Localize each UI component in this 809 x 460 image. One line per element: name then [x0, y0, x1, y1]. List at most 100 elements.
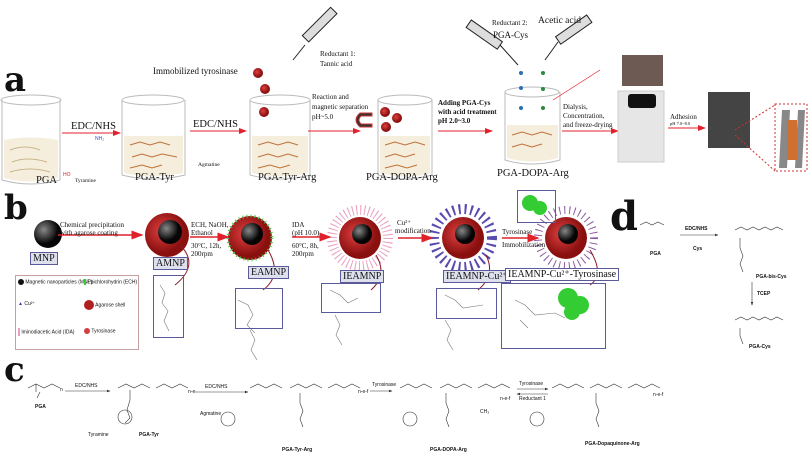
amnp-sphere: [145, 213, 189, 257]
legend-item-ech: Epichlorohydrin (ECH): [84, 279, 137, 286]
label-pga-dopa-arg: PGA-DOPA-Arg: [366, 172, 438, 183]
d-pga-bis-cys: PGA-bis-Cys: [756, 274, 787, 280]
beaker-pga-dopa-arg: [377, 94, 433, 180]
c-sub2: n-e: [188, 389, 196, 395]
label-tyramine: Tyramine: [75, 178, 96, 184]
b-step4-line2: modification: [395, 227, 431, 235]
cu-legend-icon: ▲: [18, 301, 23, 307]
legend-item-cu: ▲ Cu²⁺: [18, 301, 36, 308]
panel-letter-a: a: [4, 60, 27, 100]
label-agmatine: Agmatine: [198, 162, 220, 168]
c-pga: PGA: [35, 404, 46, 410]
tyrosinase-protein: [522, 195, 589, 320]
c-sub1: n: [60, 387, 63, 393]
structure-box-eamnp: [235, 288, 283, 329]
process-arrows-b: [58, 230, 540, 243]
c-arrow1-label: EDC/NHS: [75, 383, 98, 389]
structure-box-ieamnp: [321, 283, 381, 313]
chemical-structures-cd: [27, 221, 784, 428]
c-sub5: n-e-f: [653, 392, 664, 398]
label-eamnp: EAMNP: [248, 266, 290, 279]
reductant2-name: PGA-Cys: [493, 30, 529, 40]
d-arrow2-label: TCEP: [757, 291, 771, 297]
b-step2-line3: 30°C, 12h,: [191, 242, 222, 250]
tyramine-oh: HO: [63, 172, 71, 178]
legend-label: Tyrosinase: [91, 328, 116, 335]
label-pga: PGA: [36, 175, 58, 186]
step3-line2: magnetic separation: [312, 103, 369, 111]
legend-label: Magnetic nanoparticles (MNP): [25, 279, 93, 286]
label-amnp: AMNP: [153, 257, 188, 270]
inset-frame: [774, 103, 808, 172]
label-pga-dopa-arg-final: PGA-DOPA-Arg: [497, 168, 569, 179]
legend-label: Agarose shell: [95, 302, 126, 309]
b-step3-line3: 60°C, 8h,: [292, 242, 319, 250]
label-pga-tyr: PGA-Tyr: [135, 172, 174, 183]
label-pga-tyr-arg: PGA-Tyr-Arg: [258, 172, 317, 183]
step1-reagent: EDC/NHS: [71, 121, 116, 132]
beaker-pga: [0, 94, 62, 185]
d-pga-cys: PGA-Cys: [749, 344, 771, 350]
legend: Magnetic nanoparticles (MNP) Epichlorohy…: [15, 275, 139, 350]
drops: [519, 71, 545, 110]
step2-reagent: EDC/NHS: [193, 119, 238, 130]
legend-item-ida: Iminodiacetic Acid (IDA): [18, 328, 74, 336]
d-cys: Cys: [693, 246, 703, 252]
step3-line3: pH~5.0: [312, 113, 334, 121]
b-step4-line1: Cu²⁺: [397, 219, 411, 227]
ech-legend-icon: [84, 279, 86, 285]
syringe-icons: [292, 6, 593, 66]
c-arrow4-label: Tyrosinase: [519, 381, 544, 387]
b-step1-line2: with agarose coating: [60, 229, 118, 237]
magnet-icon: [355, 112, 373, 128]
b-step3-line1: IDA: [292, 221, 305, 229]
legend-label: Cu²⁺: [24, 301, 36, 307]
adhesion-label: Adhesion: [670, 113, 697, 121]
acetic-acid-label: Acetic acid: [538, 16, 581, 26]
panel-letter-b: b: [4, 188, 28, 228]
tyrosinase-legend-icon: [84, 328, 90, 334]
b-step2-line2: Ethanol: [191, 229, 213, 237]
ieamnp-cu-tyrosinase-sphere: [534, 206, 598, 270]
adhesion-ph: pH 7.0~8.0: [670, 121, 691, 126]
step5-line2: Concentration,: [563, 112, 605, 120]
c-tyramine: Tyramine: [88, 432, 109, 438]
beaker-pga-tyr-arg: [249, 94, 311, 180]
panel-letter-d: d: [610, 193, 638, 240]
b-step5-line2: Immobilization: [502, 241, 546, 249]
b-step1-line1: Chemical precipitation: [60, 221, 124, 229]
label-immobilized-tyrosinase: Immobilized tyrosinase: [153, 66, 238, 76]
b-step3-line4: 200rpm: [292, 250, 314, 258]
step5-line3: and freeze-drying: [563, 121, 613, 129]
b-step3-line2: (pH 10.0): [292, 229, 320, 237]
reductant1-name: Tannic acid: [320, 60, 353, 68]
b-step2-line1: ECH, NaOH,: [191, 221, 229, 229]
reductant2-label: Reductant 2:: [492, 19, 528, 27]
legend-label: Iminodiacetic Acid (IDA): [21, 329, 75, 336]
agarose-legend-icon: [84, 300, 94, 310]
label-mnp: MNP: [30, 252, 58, 265]
tyrosinase-beads: [253, 68, 402, 132]
c-sub3: n-e-f: [358, 389, 369, 395]
step3-line1: Reaction and: [312, 93, 349, 101]
c-sub4: n-e-f: [500, 396, 511, 402]
label-ieamnp-cu-tyrosinase: IEAMNP-Cu²⁺-Tyrosinase: [505, 268, 620, 281]
process-arrows-a: [62, 125, 706, 136]
c-pga-tyr: PGA-Tyr: [139, 432, 159, 438]
step4-line3: pH 2.0~3.0: [438, 117, 471, 125]
ida-legend-icon: [18, 328, 20, 336]
ieamnp-cu-sphere: [429, 204, 497, 272]
step4-line2: with acid treatment: [438, 108, 497, 116]
c-pga-tyr-arg: PGA-Tyr-Arg: [282, 447, 313, 453]
d-pga: PGA: [650, 251, 661, 257]
b-step5-line1: Tyrosinase: [502, 228, 533, 236]
protein-box: [517, 190, 556, 223]
c-arrow3-label: Tyrosinase: [372, 382, 397, 388]
label-ieamnp: IEAMNP: [340, 270, 385, 283]
b-step2-line4: 200rpm: [191, 250, 213, 258]
legend-item-agarose: Agarose shell: [84, 300, 125, 310]
photo-tester: [708, 92, 750, 148]
legend-label: Epichlorohydrin (ECH): [87, 279, 138, 286]
